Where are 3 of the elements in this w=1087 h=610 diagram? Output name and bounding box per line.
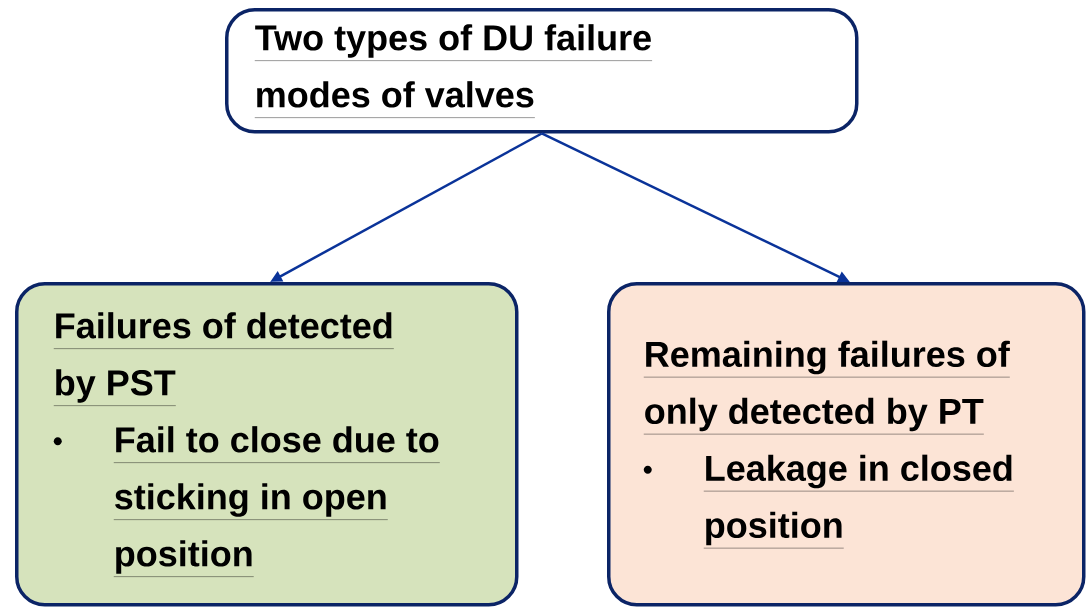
text-box: Failures of detected by PST Fail to close due to sticking in open position (15, 282, 519, 607)
text-box: Remaining failures of only detected by PT Leakage in closed position (607, 282, 1086, 607)
text-box: Two types of DU failure modes of valves (225, 8, 859, 134)
